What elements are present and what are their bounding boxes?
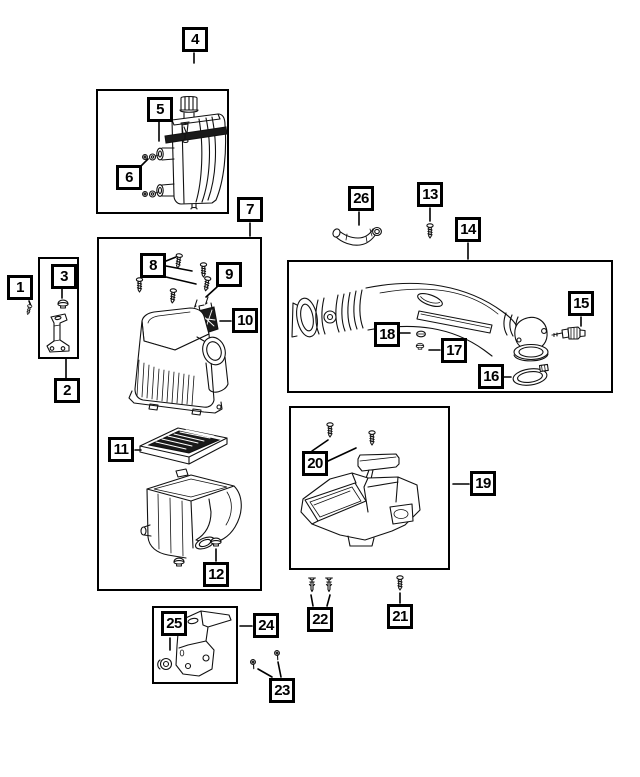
callout-26[interactable]: 26 bbox=[348, 186, 374, 211]
duct-shield-strip bbox=[416, 310, 493, 334]
callout-19[interactable]: 19 bbox=[470, 471, 496, 496]
air-cleaner-housing-drawing bbox=[140, 468, 242, 567]
fastener-part-17 bbox=[415, 342, 425, 350]
air-filter-drawing bbox=[139, 427, 228, 465]
clamp-part-16-drawing bbox=[512, 363, 549, 386]
clip-part-23a bbox=[247, 658, 259, 670]
callout-4[interactable]: 4 bbox=[182, 27, 208, 52]
leader-lines bbox=[28, 52, 582, 678]
callout-18[interactable]: 18 bbox=[374, 322, 400, 347]
callout-7[interactable]: 7 bbox=[237, 197, 263, 222]
callout-1[interactable]: 1 bbox=[7, 275, 33, 300]
pushpin-part-22b bbox=[325, 577, 333, 593]
callout-2[interactable]: 2 bbox=[54, 378, 80, 403]
intake-duct-drawing bbox=[291, 282, 549, 362]
group-box-part-14 bbox=[287, 260, 613, 393]
hose-part-26-drawing bbox=[332, 226, 382, 246]
callout-21[interactable]: 21 bbox=[387, 604, 413, 629]
callout-11[interactable]: 11 bbox=[108, 437, 134, 462]
housing-grommet-part-12 bbox=[210, 537, 222, 547]
callout-25[interactable]: 25 bbox=[161, 611, 187, 636]
screw-part-1 bbox=[25, 303, 33, 316]
group-box-parts-2-3 bbox=[38, 257, 79, 359]
callout-3[interactable]: 3 bbox=[51, 264, 77, 289]
group-box-part-19 bbox=[289, 406, 450, 570]
air-cleaner-cover-drawing bbox=[128, 307, 229, 416]
reservoir-drawing bbox=[142, 95, 228, 210]
callout-23[interactable]: 23 bbox=[269, 678, 295, 703]
resonator-drawing bbox=[300, 422, 421, 547]
callout-22[interactable]: 22 bbox=[307, 607, 333, 632]
group-box-parts-5-6 bbox=[96, 89, 229, 214]
sensor-part-15-drawing bbox=[551, 326, 586, 340]
callout-14[interactable]: 14 bbox=[455, 217, 481, 242]
callout-16[interactable]: 16 bbox=[478, 364, 504, 389]
group-box-part-25 bbox=[152, 606, 238, 684]
callout-12[interactable]: 12 bbox=[203, 562, 229, 587]
callout-15[interactable]: 15 bbox=[568, 291, 594, 316]
callout-13[interactable]: 13 bbox=[417, 182, 443, 207]
screw-part-21 bbox=[396, 575, 404, 591]
reservoir-strap bbox=[164, 126, 228, 144]
bracket-part-2-drawing bbox=[46, 313, 70, 353]
pushpin-part-22a bbox=[308, 577, 316, 593]
group-box-part-7 bbox=[97, 237, 262, 591]
callout-10[interactable]: 10 bbox=[232, 308, 258, 333]
screw-part-20a bbox=[326, 422, 334, 438]
callout-24[interactable]: 24 bbox=[253, 613, 279, 638]
callout-9[interactable]: 9 bbox=[216, 262, 242, 287]
reservoir-washers-upper bbox=[142, 153, 160, 161]
clip-part-18 bbox=[416, 330, 426, 338]
screw-part-20b bbox=[368, 430, 376, 446]
callout-5[interactable]: 5 bbox=[147, 97, 173, 122]
group-box-outlines bbox=[38, 89, 613, 684]
callout-8[interactable]: 8 bbox=[140, 253, 166, 278]
reservoir-washers-lower bbox=[142, 190, 160, 198]
screw-part-13 bbox=[426, 223, 434, 239]
housing-grommet bbox=[173, 557, 185, 567]
callout-6[interactable]: 6 bbox=[116, 165, 142, 190]
grommet-part-3 bbox=[57, 299, 69, 309]
bracket-part-24-25-drawing bbox=[157, 610, 232, 677]
clip-part-23b bbox=[271, 649, 283, 661]
callout-17[interactable]: 17 bbox=[441, 338, 467, 363]
callout-20[interactable]: 20 bbox=[302, 451, 328, 476]
